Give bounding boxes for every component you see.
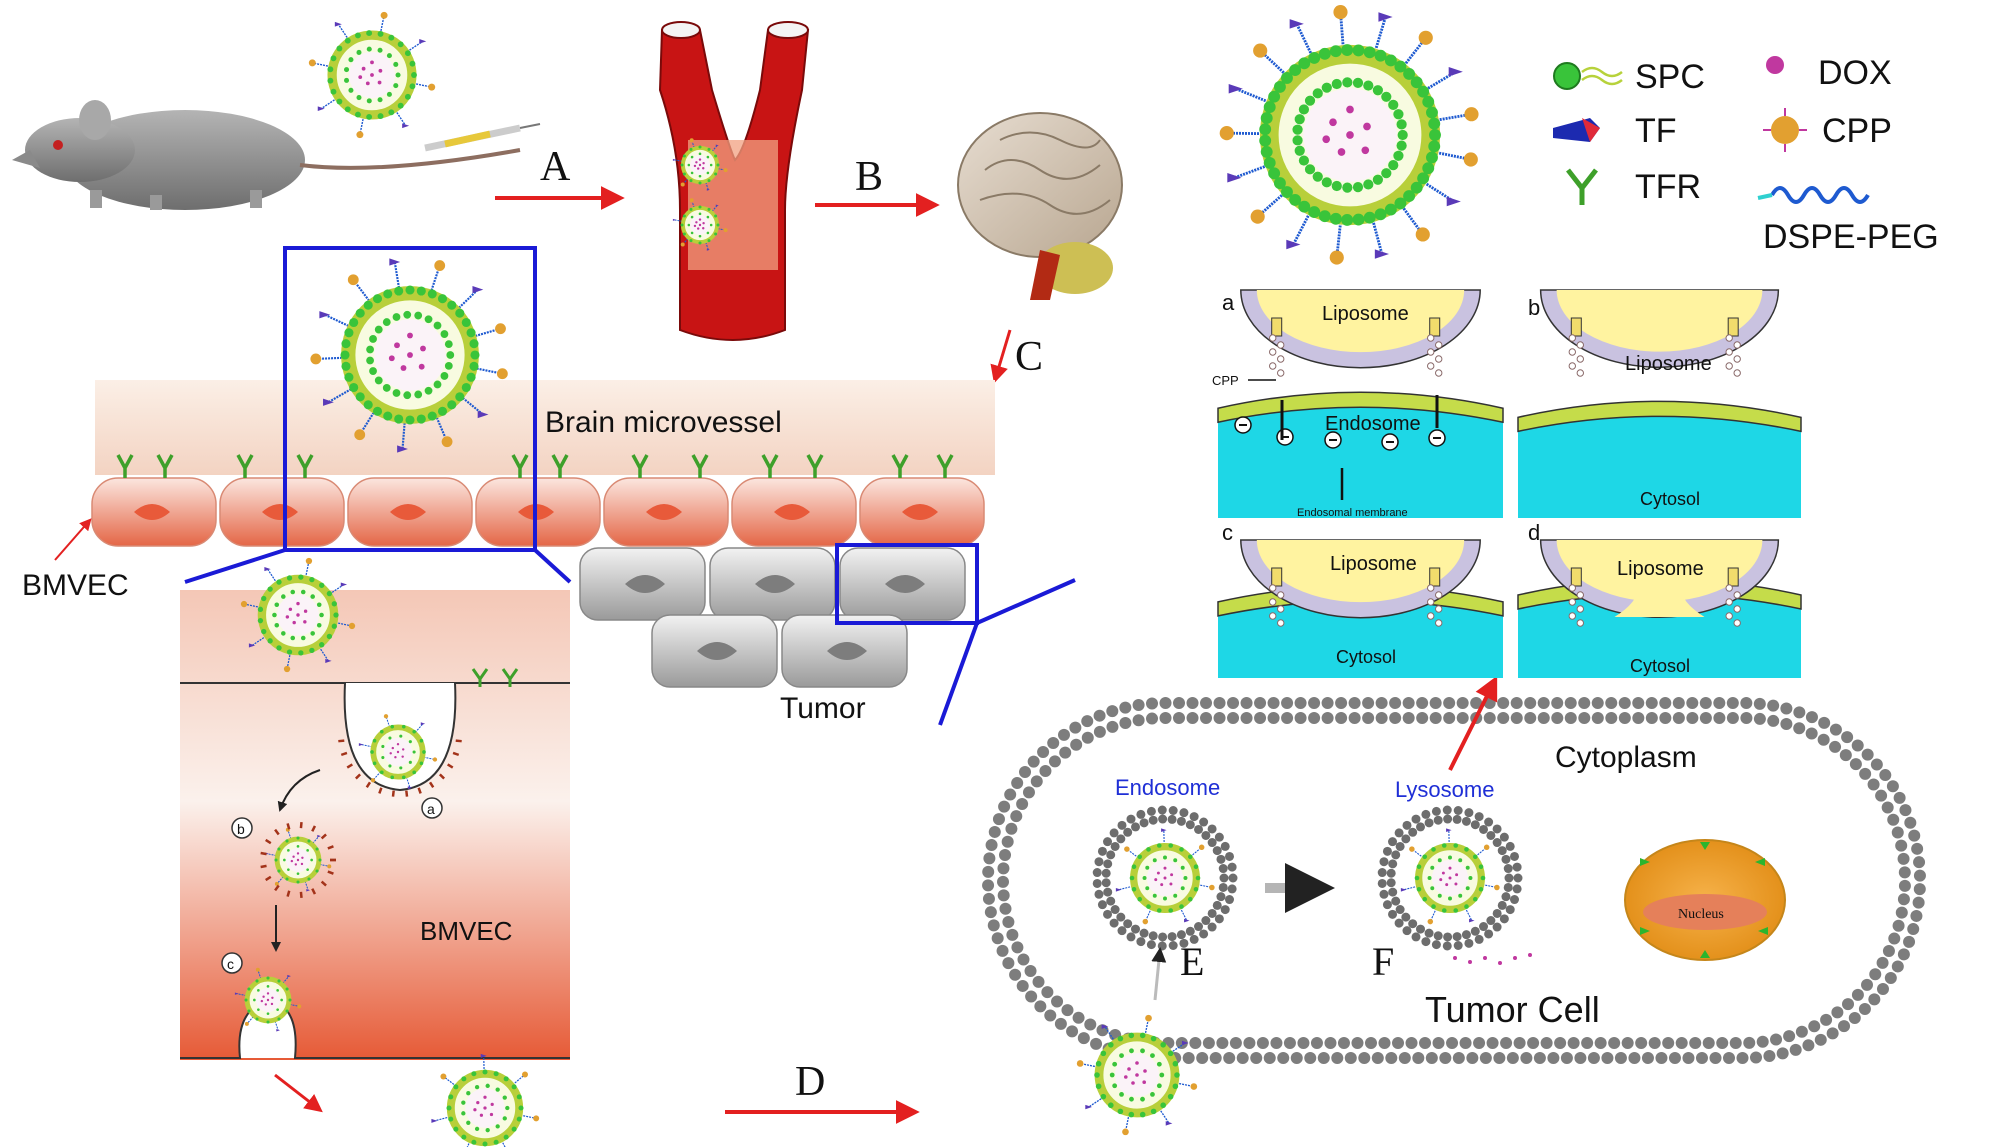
panel-b-liposome-label: Liposome	[1625, 353, 1712, 375]
step-label-f: F	[1372, 939, 1394, 984]
liposome-exocytosis	[234, 967, 302, 1032]
step-label-e: E	[1180, 939, 1204, 984]
legend-dox-label: DOX	[1818, 54, 1892, 92]
panel-a-endosome-label: Endosome	[1325, 413, 1421, 435]
substep-a-badge	[421, 797, 443, 819]
bmvec-inner-label: BMVEC	[420, 916, 512, 946]
legend-item-dox: DOX	[1766, 54, 1892, 92]
zoom-line-left	[184, 548, 286, 584]
zoom-frame-tumor	[835, 543, 979, 625]
liposome-bmvec-top	[240, 557, 356, 673]
substep-c-badge	[221, 952, 243, 974]
zoom-line-tumor-bottom	[938, 622, 979, 726]
panel-d-letter: d	[1528, 520, 1540, 545]
panel-c-cytosol-label: Cytosol	[1336, 647, 1396, 667]
dox-icon	[1766, 56, 1784, 74]
panel-a-letter: a	[1222, 290, 1235, 315]
liposome-legend-large	[1219, 5, 1479, 265]
legend-cpp-label: CPP	[1822, 112, 1892, 150]
liposome-in-lysosome	[1400, 828, 1500, 925]
transcytosis-arrow-1	[277, 769, 321, 812]
step-label-a: A	[540, 144, 571, 190]
tumor-cell-cluster	[579, 547, 966, 688]
legend-spc-label: SPC	[1635, 58, 1705, 96]
membrane-fusion-panels	[1217, 289, 1802, 678]
cytoplasm-label: Cytoplasm	[1555, 741, 1697, 774]
substep-a-label: a	[427, 801, 435, 817]
liposome-exit	[431, 1053, 540, 1147]
liposome-in-pit	[358, 714, 438, 790]
rat-illustration	[12, 100, 521, 210]
panel-c-letter: c	[1222, 520, 1233, 545]
endosome-vesicle	[1092, 805, 1238, 951]
liposome-entering-tumor	[1076, 1014, 1198, 1136]
substep-b-badge	[231, 817, 253, 839]
substep-b-label: b	[237, 821, 245, 837]
nucleus: Nucleus	[1624, 839, 1786, 961]
clathrin-coat	[260, 668, 519, 898]
step-label-b: B	[855, 154, 883, 200]
legend-item-cpp: CPP	[1763, 108, 1892, 152]
legend-item-tfr: TFR	[1566, 168, 1701, 206]
legend: SPC TF TFR DOX CPP DSPE-PEG	[1553, 54, 1939, 256]
brain-microvessel-band	[95, 380, 995, 475]
arrow-step-c	[990, 329, 1012, 384]
bmvec-pointer-arrow	[54, 518, 92, 561]
zoom-line-right	[533, 548, 572, 584]
legend-tfr-label: TFR	[1635, 168, 1701, 206]
panel-d-cytosol-label: Cytosol	[1630, 656, 1690, 676]
tfr-receptor-row	[116, 454, 954, 478]
cpp-icon	[1771, 116, 1799, 144]
liposome-in-vessel-1	[672, 138, 728, 191]
panel-b-cpp-insertion	[1517, 289, 1802, 518]
legend-item-spc: SPC	[1553, 58, 1705, 96]
panel-a-charges	[1234, 379, 1446, 500]
legend-dspe-peg-label: DSPE-PEG	[1763, 218, 1939, 256]
brain-illustration	[957, 112, 1123, 300]
liposome-group	[234, 5, 1479, 1147]
panel-b-cytosol-label: Cytosol	[1640, 489, 1700, 509]
legend-item-dspe-peg: DSPE-PEG	[1757, 186, 1939, 256]
step-label-d: D	[795, 1059, 825, 1105]
liposome-injection	[308, 11, 436, 139]
liposome-vessel-zoom	[310, 258, 508, 453]
legend-tf-label: TF	[1635, 112, 1677, 150]
tumor-cell-label: Tumor Cell	[1425, 989, 1600, 1030]
spc-icon	[1553, 62, 1581, 90]
dspe-peg-icon	[1770, 186, 1870, 204]
arrow-to-panels	[1448, 675, 1498, 771]
zoom-frame-vessel	[283, 246, 537, 552]
bmvec-outer-label: BMVEC	[22, 569, 129, 602]
syringe-icon	[424, 123, 541, 152]
nucleus-label: Nucleus	[1678, 907, 1724, 922]
panel-a-membrane-label: Endosomal membrane	[1297, 507, 1408, 519]
endosome-label: Endosome	[1115, 775, 1220, 800]
exit-arrow-red	[274, 1073, 323, 1113]
brain-microvessel-label: Brain microvessel	[545, 406, 782, 439]
panel-c-hemifusion	[1217, 539, 1504, 678]
panel-d-fusion-pore	[1517, 539, 1802, 678]
panel-b-letter: b	[1528, 295, 1540, 320]
liposome-in-endosome	[1115, 828, 1215, 925]
liposome-vesicle-b	[264, 827, 332, 892]
panel-a-liposome-label: Liposome	[1322, 303, 1409, 325]
bmvec-cell-row	[91, 477, 985, 547]
lysosome-vesicle	[1377, 805, 1532, 965]
arrow-entry	[1151, 947, 1167, 1001]
panel-c-liposome-label: Liposome	[1330, 553, 1417, 575]
lysosome-label: Lysosome	[1395, 777, 1494, 802]
legend-item-tf: TF	[1553, 112, 1677, 150]
tumor-label: Tumor	[780, 692, 866, 725]
liposome-in-vessel-2	[672, 198, 728, 251]
tfr-icon	[1566, 168, 1598, 205]
zoom-line-tumor-top	[976, 578, 1076, 625]
substep-c-label: c	[227, 956, 234, 972]
blood-vessel-illustration	[658, 21, 810, 341]
step-label-c: C	[1015, 334, 1043, 380]
panel-a-cpp-label: CPP	[1212, 373, 1239, 388]
panel-d-liposome-label: Liposome	[1617, 558, 1704, 580]
